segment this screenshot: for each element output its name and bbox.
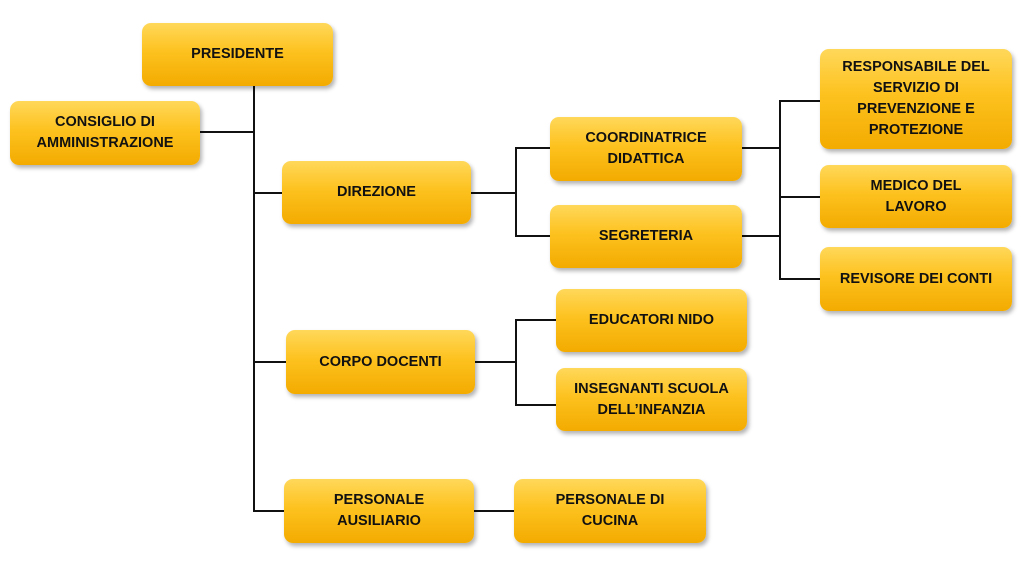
node-coordinatrice-label: COORDINATRICE DIDATTICA [585, 130, 707, 167]
node-educatori-nido-label: EDUCATORI NIDO [588, 312, 715, 328]
node-responsabile-servizio-prevenzione: RESPONSABILE DEL SERVIZIO DI PREVENZIONE… [820, 49, 1012, 149]
node-coordinatrice-didattica: COORDINATRICE DIDATTICA [550, 117, 742, 181]
node-segreteria-label: SEGRETERIA [598, 228, 694, 244]
node-consiglio-label: CONSIGLIO DI AMMINISTRAZIONE [36, 114, 174, 151]
node-presidente-label: PRESIDENTE [191, 46, 284, 62]
node-personale-di-cucina: PERSONALE DI CUCINA [514, 479, 706, 543]
node-corpo-docenti-label: CORPO DOCENTI [319, 353, 442, 370]
node-personale-ausiliario: PERSONALE AUSILIARIO [284, 479, 474, 543]
node-insegnanti-label: INSEGNANTI SCUOLA DELL’INFANZIA [574, 380, 729, 418]
node-direzione: DIREZIONE [282, 161, 471, 224]
node-direzione-label: DIREZIONE [337, 184, 416, 200]
node-personale-ausiliario-label: PERSONALE AUSILIARIO [333, 492, 425, 529]
node-insegnanti-scuola-infanzia: INSEGNANTI SCUOLA DELL’INFANZIA [556, 368, 747, 431]
node-consiglio-di-amministrazione: CONSIGLIO DI AMMINISTRAZIONE [10, 101, 200, 165]
node-segreteria: SEGRETERIA [550, 205, 742, 268]
node-revisore-dei-conti: REVISORE DEI CONTI [820, 247, 1012, 311]
node-revisore-label: REVISORE DEI CONTI [839, 270, 993, 287]
node-medico-label: MEDICO DEL LAVORO [870, 177, 962, 215]
node-corpo-docenti: CORPO DOCENTI [286, 330, 475, 394]
node-personale-cucina-label: PERSONALE DI CUCINA [555, 492, 665, 529]
node-rspp-label: RESPONSABILE DEL SERVIZIO DI PREVENZIONE… [842, 59, 990, 138]
node-medico-del-lavoro: MEDICO DEL LAVORO [820, 165, 1012, 228]
node-presidente: PRESIDENTE [142, 23, 333, 86]
node-educatori-nido: EDUCATORI NIDO [556, 289, 747, 352]
